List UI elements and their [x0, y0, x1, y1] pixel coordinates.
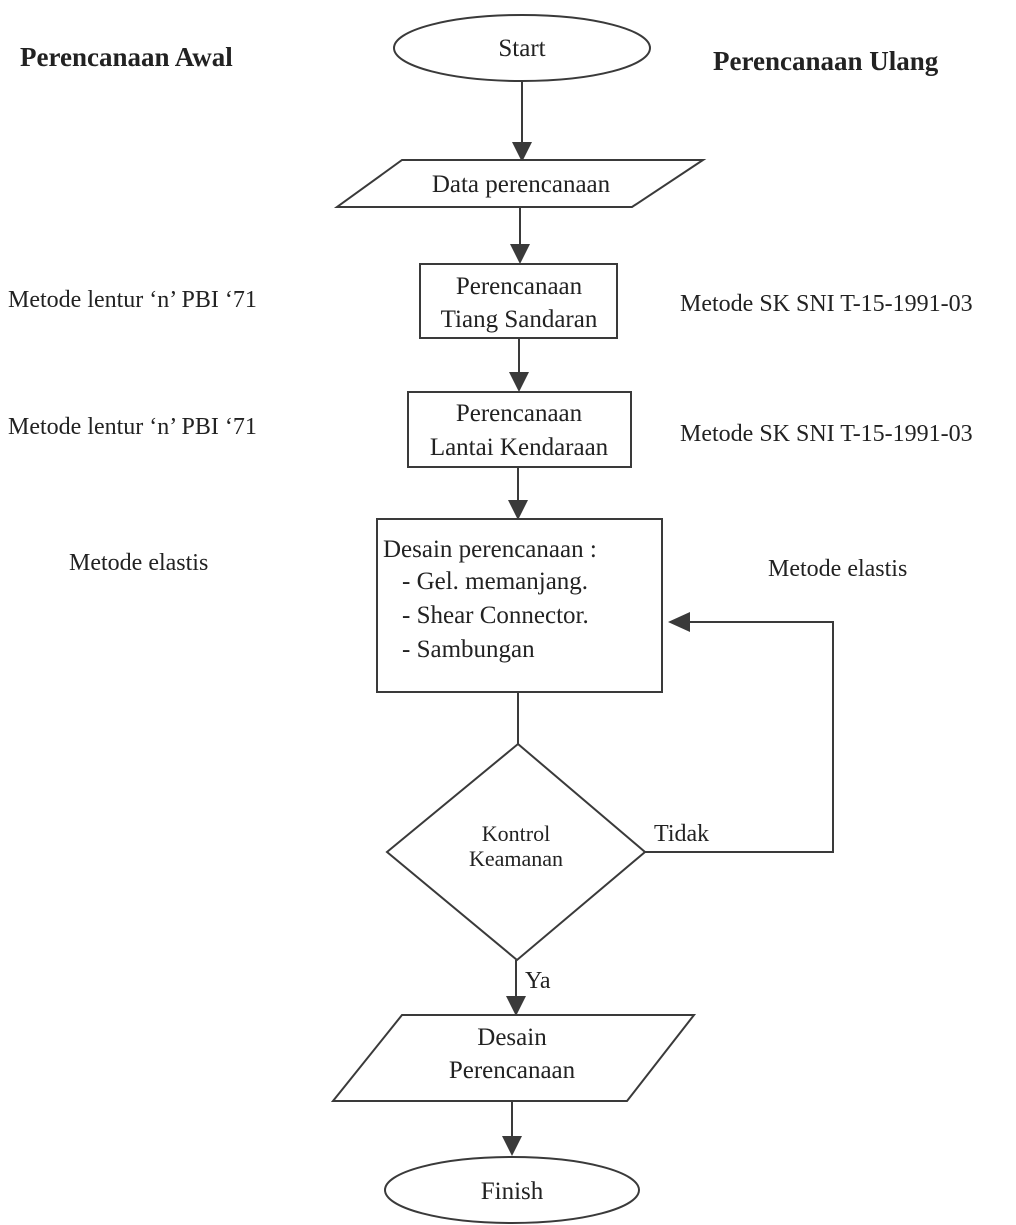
lantai-kendaraan-label-line1: Perencanaan: [456, 400, 583, 427]
desain-item-gel-memanjang: - Gel. memanjang.: [402, 568, 588, 595]
method-desain-awal: Metode elastis: [69, 550, 208, 576]
output-label-line2: Perencanaan: [449, 1057, 576, 1084]
method-tiang-ulang: Metode SK SNI T-15-1991-03: [680, 291, 973, 317]
kontrol-keamanan-label-line1: Kontrol: [482, 821, 550, 846]
edge-label-ya: Ya: [525, 968, 551, 994]
method-desain-ulang: Metode elastis: [768, 556, 907, 582]
data-perencanaan-label: Data perencanaan: [432, 171, 611, 198]
lantai-kendaraan-process: [407, 391, 632, 468]
desain-item-shear-connector: - Shear Connector.: [402, 602, 589, 629]
desain-perencanaan-process: [376, 518, 663, 693]
desain-item-sambungan: - Sambungan: [402, 636, 535, 663]
start-label: Start: [498, 35, 545, 62]
data-perencanaan-input: [333, 159, 707, 208]
tiang-sandaran-process: [419, 263, 618, 339]
kontrol-keamanan-label-line2: Keamanan: [469, 846, 563, 871]
header-perencanaan-awal: Perencanaan Awal: [20, 42, 233, 72]
arrowhead-desain: [508, 500, 528, 520]
method-tiang-awal: Metode lentur ‘n’ PBI ‘71: [8, 287, 257, 313]
finish-terminator: [384, 1156, 640, 1224]
desain-perencanaan-title: Desain perencanaan :: [383, 536, 597, 563]
arrowhead-data: [512, 142, 532, 162]
desain-perencanaan-output: [330, 1014, 697, 1102]
arrowhead-finish: [502, 1136, 522, 1156]
method-lantai-awal: Metode lentur ‘n’ PBI ‘71: [8, 414, 257, 440]
tiang-sandaran-label-line2: Tiang Sandaran: [441, 306, 598, 333]
arrowhead-tiang: [510, 244, 530, 264]
arrowhead-lantai: [509, 372, 529, 392]
header-perencanaan-ulang: Perencanaan Ulang: [713, 46, 939, 76]
arrowhead-output: [506, 996, 526, 1016]
arrowhead-loop: [668, 612, 690, 632]
method-lantai-ulang: Metode SK SNI T-15-1991-03: [680, 421, 973, 447]
tiang-sandaran-label-line1: Perencanaan: [456, 273, 583, 300]
edge-label-tidak: Tidak: [654, 821, 709, 847]
finish-label: Finish: [481, 1178, 544, 1205]
lantai-kendaraan-label-line2: Lantai Kendaraan: [430, 434, 609, 461]
edge-tidak-loop: [645, 621, 834, 853]
output-label-line1: Desain: [477, 1024, 547, 1051]
